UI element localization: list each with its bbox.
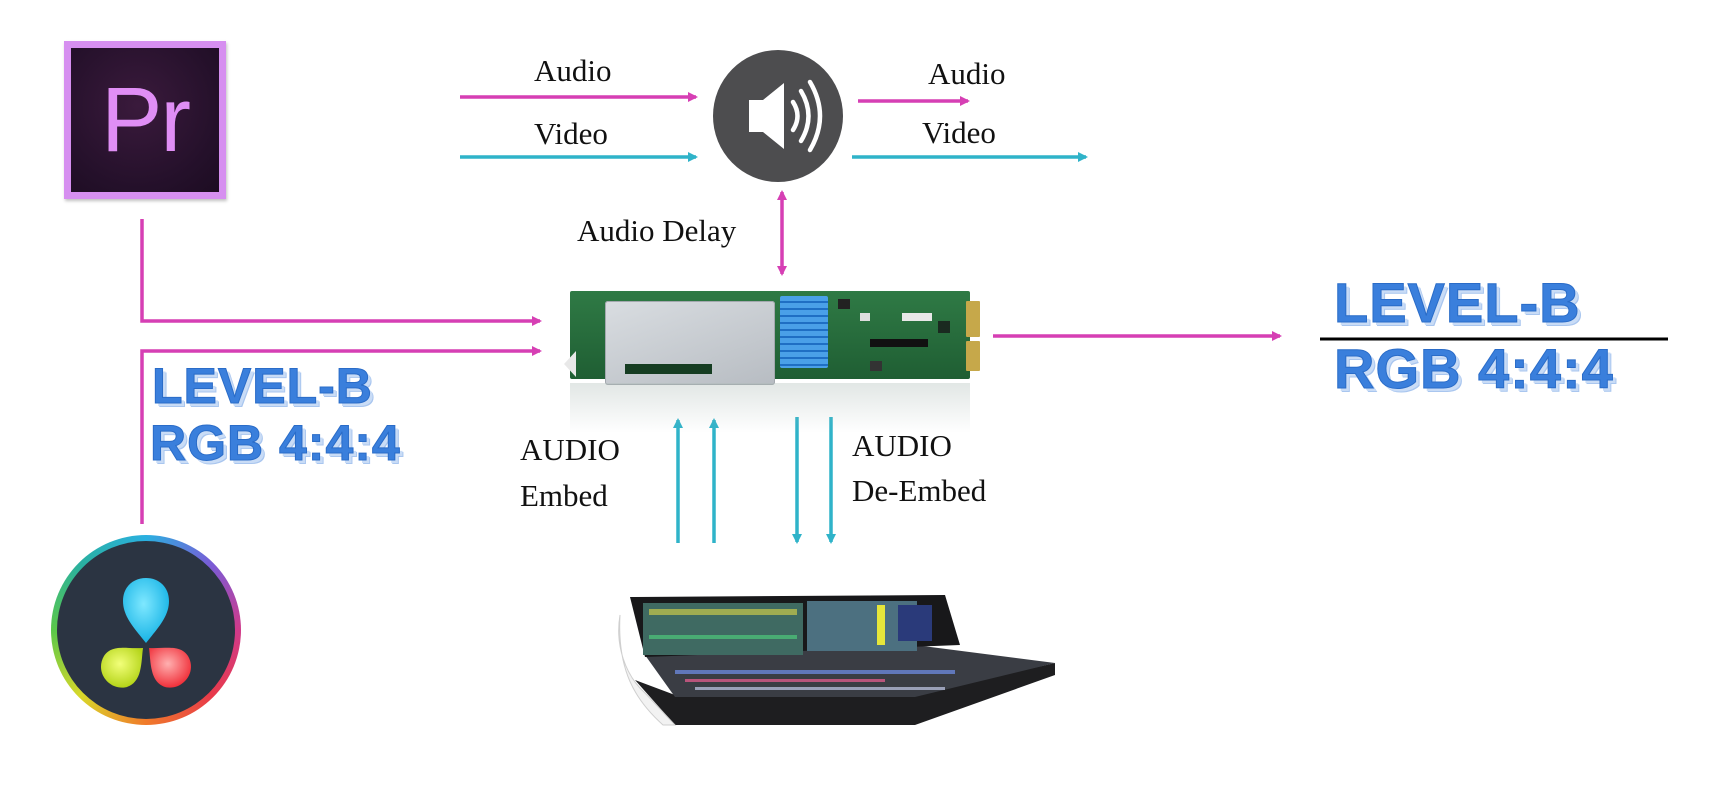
card-reflection bbox=[570, 383, 970, 433]
deembed-label-line2: De-Embed bbox=[852, 473, 987, 508]
input-format-line1: LEVEL-B bbox=[152, 358, 373, 415]
output-format-line2: RGB 4:4:4 bbox=[1334, 336, 1614, 400]
speaker-input-audio-label: Audio bbox=[534, 53, 612, 88]
davinci-resolve-icon[interactable] bbox=[51, 535, 241, 725]
input-format-line2: RGB 4:4:4 bbox=[150, 415, 401, 472]
adobe-premiere-icon[interactable]: Pr bbox=[64, 41, 226, 199]
speaker-input-video-label: Video bbox=[534, 116, 608, 151]
embed-label-line2: Embed bbox=[520, 478, 608, 513]
processing-card-image[interactable] bbox=[564, 291, 980, 385]
speaker-output-video-label: Video bbox=[922, 115, 996, 150]
embed-label-line1: AUDIO bbox=[520, 432, 620, 467]
audio-mixing-console-image[interactable] bbox=[615, 575, 1065, 735]
premiere-glyph: Pr bbox=[101, 69, 191, 171]
output-format-line1: LEVEL-B bbox=[1334, 270, 1581, 334]
audio-delay-label: Audio Delay bbox=[577, 213, 737, 248]
resolve-yellow-petal bbox=[100, 647, 143, 688]
card-heatsink bbox=[780, 296, 828, 368]
speaker-icon[interactable] bbox=[713, 50, 843, 182]
resolve-red-petal bbox=[149, 647, 192, 688]
resolve-to-card-line bbox=[140, 346, 542, 524]
resolve-cyan-petal bbox=[123, 578, 169, 643]
premiere-to-card-line bbox=[140, 219, 542, 326]
deembed-label-line1: AUDIO bbox=[852, 428, 952, 463]
speaker-output-audio-label: Audio bbox=[928, 56, 1006, 91]
